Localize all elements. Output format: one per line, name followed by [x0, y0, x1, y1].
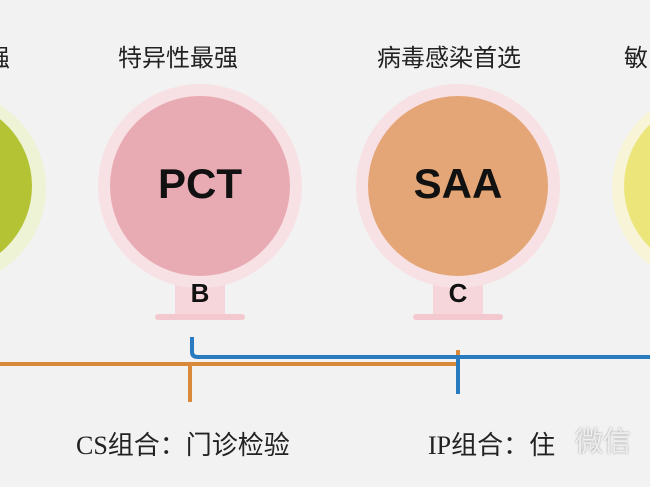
- ip-group-label: IP组合：住: [428, 431, 556, 460]
- left-circle: [0, 119, 32, 253]
- pct-base: [155, 314, 245, 320]
- saa-base: [413, 314, 503, 320]
- saa-circle: [368, 96, 548, 276]
- saa-letter: C: [448, 278, 468, 308]
- caption-left-partial: 强: [0, 38, 10, 73]
- saa-label: SAA: [413, 160, 503, 207]
- pct-circle: [110, 96, 290, 276]
- caption-pct: 特异性最强: [118, 44, 238, 72]
- pct-letter: B: [190, 278, 210, 308]
- right-circle: [624, 124, 650, 248]
- pct-label: PCT: [158, 160, 242, 207]
- caption-saa: 病毒感染首选: [377, 44, 521, 72]
- cs-group-label: CS组合：门诊检验: [76, 431, 290, 460]
- watermark: 微信: [575, 425, 632, 458]
- caption-right-partial: 敏: [624, 44, 648, 72]
- ip-bracket-line: [190, 337, 650, 394]
